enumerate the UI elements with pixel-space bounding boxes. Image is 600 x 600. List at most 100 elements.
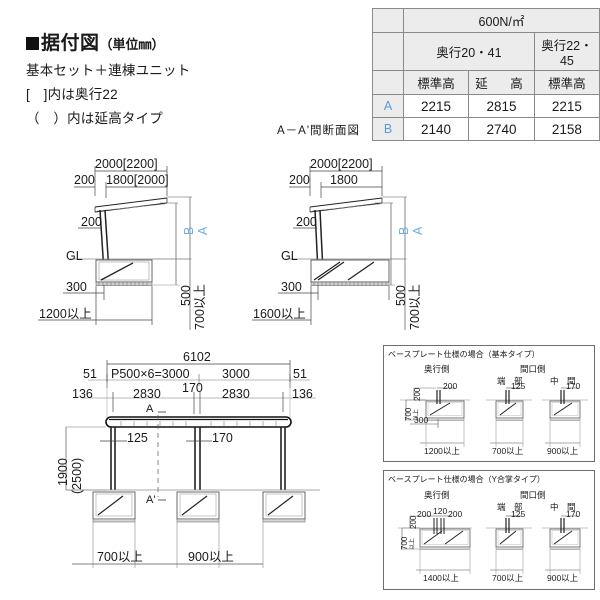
spec-table-corner [372, 8, 404, 33]
detail-y-mid-bottom: 900以上 [547, 573, 579, 583]
plan-footer-left: 700以上 [97, 550, 143, 564]
plan-dim-total-width: 6102 [183, 350, 211, 364]
detail-basic-group-right: 間口側 [520, 364, 546, 374]
page-title-unit: （単位㎜） [99, 37, 165, 52]
spec-table-corner-3 [372, 70, 404, 95]
spec-table-cell-b-2: 2158 [533, 117, 600, 141]
left-section-dim-clear-width: 1200以上 [39, 307, 92, 321]
spec-table-subheader-1: 延 高 [468, 70, 535, 95]
spec-table-header-sub: 標準高 延 高 標準高 [372, 70, 600, 95]
page-title: 据付図（単位㎜） [26, 28, 190, 55]
spec-table-depth-group-1: 奥行22・45 [533, 32, 600, 71]
detail-y-sub-end: 端 部 [497, 502, 523, 512]
bullet-square-icon [26, 37, 39, 50]
spec-table-row-label-a: A [372, 94, 404, 118]
spec-table: 600N/㎡ 奥行20・41 奥行22・45 標準高 延 高 標準高 A 221… [372, 8, 600, 141]
spec-table-cell-a-2: 2215 [533, 94, 600, 118]
detail-y-left-vert-200: 200 [409, 515, 418, 529]
right-section-dim-700: 700以上 [408, 284, 422, 330]
plan-dim-center-post: 170 [182, 381, 203, 395]
plan-section-mark-bottom: A' [146, 494, 156, 506]
detail-basic-end-top-dim: 125 [511, 381, 526, 391]
detail-basic-mid-top-dim: 170 [566, 381, 581, 391]
left-section-height-b: B [182, 226, 196, 235]
spec-table-depth-group-0: 奥行20・41 [402, 32, 535, 71]
left-section-dim-500: 500 [179, 285, 193, 306]
left-section-dim-base-left: 300 [66, 280, 87, 294]
plan-footer-right: 900以上 [188, 550, 234, 564]
spec-table-load-header: 600N/㎡ [402, 8, 600, 33]
plan-dim-bay-left: 2830 [133, 387, 161, 401]
spec-table-row-label-b: B [372, 117, 404, 141]
detail-basic-end-bottom: 700以上 [492, 446, 524, 456]
title-block: 据付図（単位㎜） 基本セット＋連棟ユニット [ ]内は奥行22 （ ）内は延高タ… [26, 28, 190, 127]
title-sub-line-1: 基本セット＋連棟ユニット [26, 63, 191, 78]
right-section-dim-base-left: 300 [281, 280, 302, 294]
detail-basic-left-bottom: 1200以上 [424, 446, 460, 456]
detail-y-sub-mid: 中 間 [550, 502, 576, 512]
right-section-dim-top-outer: 2000[2200] [310, 157, 373, 171]
plan-dim-edge-right: 136 [292, 387, 313, 401]
title-sub-line-2: [ ]内は奥行22 [26, 87, 118, 102]
right-section-dim-eave: 200 [289, 173, 310, 187]
plan-height-alt: (2500) [70, 457, 84, 494]
spec-table-cell-b-1: 2740 [468, 117, 535, 141]
right-section-gl-label: GL [281, 249, 298, 263]
detail-y-end-bottom: 700以上 [492, 573, 524, 583]
detail-y-group-right: 間口側 [520, 490, 546, 500]
spec-table-subheader-2: 標準高 [533, 70, 600, 95]
detail-basic-left-top-dim: 200 [443, 381, 458, 391]
detail-y-end-top-dim: 125 [511, 509, 526, 519]
detail-y-left-vert-700-suffix: 以上 [410, 537, 416, 550]
plan-dim-bay-right: 2830 [222, 387, 250, 401]
plan-dim-edge-left: 136 [72, 387, 93, 401]
left-section-dim-post-offset: 200 [81, 215, 102, 229]
detail-basic-sub-end: 端 部 [497, 376, 523, 386]
section-view-caption: A－A'間断面図 [277, 125, 361, 137]
detail-y-dim-0: 200 [417, 509, 432, 519]
spec-table-cell-a-1: 2815 [468, 94, 535, 118]
plan-dim-span-left: P500×6=3000 [111, 367, 190, 381]
left-section-dim-top-inner: 1800[2000] [106, 173, 169, 187]
plan-post-mid-size: 170 [212, 431, 233, 445]
spec-table-corner-2 [372, 32, 404, 71]
plan-post-left-size: 125 [127, 431, 148, 445]
left-section-dim-top-outer: 2000[2200] [95, 157, 158, 171]
detail-basic-group-left: 奥行側 [424, 364, 450, 374]
left-section-dim-700: 700以上 [193, 284, 207, 330]
detail-y-title: ベースプレート仕様の場合（Y合掌タイプ） [388, 475, 545, 484]
detail-y-mid-top-dim: 170 [566, 509, 581, 519]
left-section-dim-eave: 200 [74, 173, 95, 187]
spec-table-header-load: 600N/㎡ [372, 8, 600, 33]
detail-y-dim-2: 200 [448, 509, 463, 519]
spec-table-header-depth: 奥行20・41 奥行22・45 [372, 32, 600, 71]
plan-dim-span-right: 3000 [222, 367, 250, 381]
detail-y-dim-1: 120 [433, 506, 448, 516]
detail-basic-left-300: 300 [414, 415, 429, 425]
page-title-text: 据付図 [41, 33, 100, 54]
spec-table-subheader-0: 標準高 [402, 70, 470, 95]
detail-y-left-bottom: 1400以上 [423, 573, 459, 583]
spec-table-cell-b-0: 2140 [402, 117, 470, 141]
spec-table-cell-a-0: 2215 [402, 94, 470, 118]
table-row: A 2215 2815 2215 [372, 94, 600, 118]
right-section-height-a: A [411, 226, 425, 235]
right-section-dim-500: 500 [394, 285, 408, 306]
detail-basic-title: ベースプレート仕様の場合（基本タイプ） [388, 350, 540, 359]
detail-basic-sub-mid: 中 間 [550, 376, 576, 386]
right-section-height-b: B [397, 226, 411, 235]
left-section-gl-label: GL [66, 249, 83, 263]
plan-dim-end-left: 51 [83, 367, 97, 381]
detail-y-group-left: 奥行側 [424, 490, 450, 500]
left-section-height-a: A [196, 226, 210, 235]
detail-basic-left-vert-200: 200 [413, 387, 422, 401]
right-section-dim-top-inner: 1800 [330, 173, 358, 187]
right-section-dim-clear-width: 1600以上 [253, 307, 306, 321]
plan-section-mark-top: A [146, 403, 154, 415]
detail-basic-mid-bottom: 900以上 [547, 446, 579, 456]
title-sub-line-3: （ ）内は延高タイプ [26, 111, 163, 126]
table-row: B 2140 2740 2158 [372, 117, 600, 141]
right-section-dim-post-offset: 200 [296, 215, 317, 229]
plan-height-main: 1900 [56, 458, 70, 486]
plan-dim-end-right: 51 [293, 367, 307, 381]
